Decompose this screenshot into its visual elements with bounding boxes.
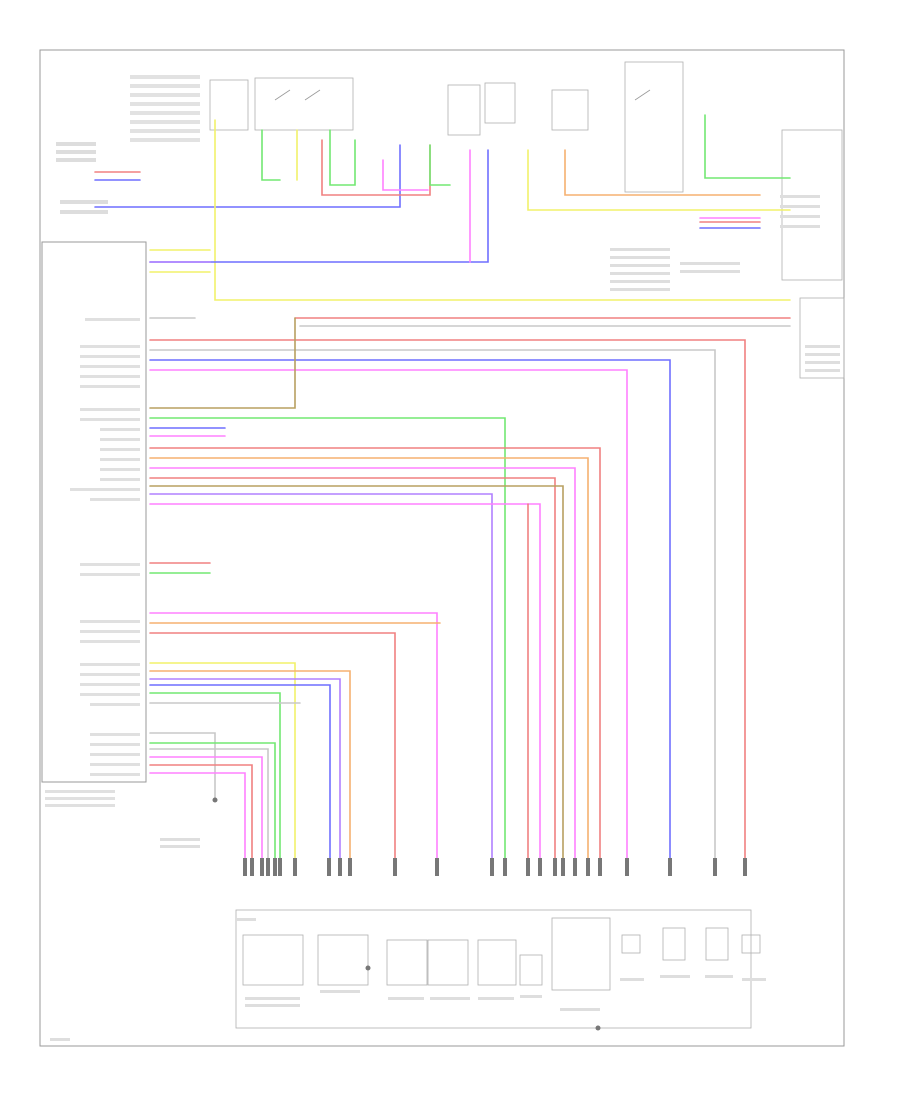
wire-top-red-2 bbox=[321, 139, 431, 196]
secondary-pressure-sensor bbox=[427, 939, 469, 986]
wire-brown-408 bbox=[149, 317, 296, 409]
primary-pressure-sensor bbox=[386, 939, 428, 986]
wire-red-340 bbox=[149, 339, 746, 861]
top-wires bbox=[94, 114, 791, 301]
wire-top-green-4 bbox=[704, 114, 791, 179]
wire-pink-613 bbox=[149, 612, 438, 861]
wire-pink-504 bbox=[149, 503, 541, 861]
wire-top-violet-1 bbox=[94, 144, 401, 208]
wire-top-yellow-3 bbox=[527, 149, 791, 211]
connector-icon bbox=[243, 858, 247, 876]
bottom-labels bbox=[50, 838, 766, 1041]
bottom-components bbox=[212, 797, 761, 1031]
wire-top-yellow-main bbox=[214, 119, 791, 301]
wire-gray-350 bbox=[149, 349, 716, 861]
right-side-labels bbox=[610, 195, 840, 372]
wire-green-693 bbox=[149, 692, 281, 861]
wire-blue-360 bbox=[149, 359, 671, 861]
solenoid-block bbox=[317, 934, 369, 986]
wire-violet-494 bbox=[149, 493, 493, 861]
wire-top-green-3 bbox=[429, 144, 451, 186]
fluid-temp-sensor bbox=[519, 954, 543, 986]
wire-orange-671 bbox=[149, 670, 351, 861]
transmission-range-switch bbox=[242, 934, 304, 986]
step-motor bbox=[551, 917, 611, 991]
wire-violet-679 bbox=[149, 678, 341, 861]
control-module-box bbox=[41, 241, 147, 783]
wire-pink-468 bbox=[149, 467, 576, 861]
wire-top-blue-2 bbox=[149, 149, 489, 263]
wire-blue-685 bbox=[149, 684, 331, 861]
wire-yellow-663 bbox=[149, 662, 296, 861]
wire-orange-458 bbox=[149, 457, 589, 861]
wire-pink-757 bbox=[149, 756, 263, 861]
wire-gray-733 bbox=[149, 732, 216, 801]
wire-pink-370 bbox=[149, 369, 628, 861]
ground-icon bbox=[595, 1025, 601, 1031]
wire-gray-749 bbox=[149, 748, 269, 861]
wire-green-418 bbox=[149, 417, 506, 861]
wire-green-743 bbox=[149, 742, 276, 861]
primary-speed-sensor bbox=[477, 939, 517, 986]
main-wires bbox=[149, 249, 791, 861]
wire-top-pink-1 bbox=[382, 159, 429, 191]
top-left-labels bbox=[56, 75, 200, 214]
wire-red-478 bbox=[149, 477, 556, 861]
diagram-frame bbox=[39, 49, 845, 1047]
wire-top-green-2 bbox=[329, 129, 356, 186]
sensor-icon bbox=[662, 927, 686, 961]
wire-red-765 bbox=[149, 764, 253, 861]
wire-red-633 bbox=[149, 632, 396, 861]
top-relay-group bbox=[209, 61, 845, 379]
wire-red-448 bbox=[149, 447, 601, 861]
wire-pink-773 bbox=[149, 772, 246, 861]
wire-top-orange-1 bbox=[564, 149, 761, 196]
wire-top-green-1 bbox=[261, 129, 281, 181]
wire-brown-486 bbox=[149, 485, 564, 861]
bottom-connectors bbox=[243, 858, 747, 876]
control-module-pin-labels bbox=[45, 318, 140, 807]
